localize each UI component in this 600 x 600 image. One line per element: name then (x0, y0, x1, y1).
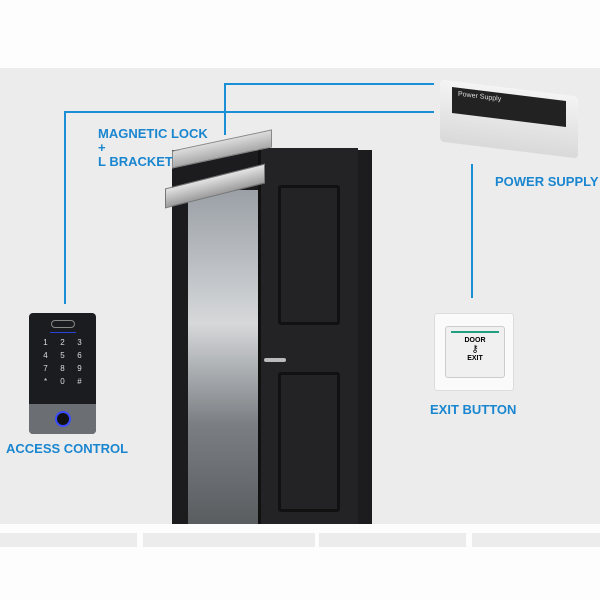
door-leaf (258, 148, 358, 524)
exit-indicator (451, 331, 499, 333)
thumbnail-3[interactable] (319, 533, 466, 547)
wire-lower-horizontal (64, 111, 434, 113)
wire-exit-vertical (471, 164, 473, 298)
office-view (188, 190, 260, 524)
keypad-key[interactable]: # (77, 377, 82, 386)
thumbnail-2[interactable] (143, 533, 315, 547)
label-power-supply: POWER SUPPLY (495, 174, 599, 189)
door-panel-upper (278, 185, 340, 325)
keypad-key[interactable]: 7 (43, 364, 48, 373)
keypad-key[interactable]: 4 (43, 351, 48, 360)
keypad-key[interactable]: 5 (60, 351, 65, 360)
keypad-key[interactable]: 1 (43, 338, 48, 347)
keypad-key[interactable]: 8 (60, 364, 65, 373)
status-light (49, 332, 76, 333)
thumbnail-4[interactable] (472, 533, 600, 547)
wire-upper-horizontal (224, 83, 434, 85)
label-access-control: ACCESS CONTROL (6, 441, 129, 456)
keypad-key[interactable]: 6 (77, 351, 82, 360)
label-magnetic-lock: MAGNETIC LOCK + L BRACKET (98, 126, 208, 169)
access-control-keypad[interactable]: 1 2 3 4 5 6 7 8 9 * 0 # (29, 313, 96, 434)
exit-button-device[interactable]: DOOR ⚷ EXIT (434, 313, 514, 391)
label-exit-button: EXIT BUTTON (430, 402, 517, 417)
exit-button-bottom-text: EXIT (467, 355, 483, 362)
wire-lock-vertical (224, 83, 226, 135)
thumbnail-1[interactable] (0, 533, 137, 547)
keypad-key[interactable]: 0 (60, 377, 65, 386)
keypad-key[interactable]: 3 (77, 338, 82, 347)
keypad-key[interactable]: 2 (60, 338, 65, 347)
door-handle (264, 358, 286, 362)
power-supply-plate: Power Supply (452, 87, 566, 127)
keypad-key[interactable]: * (43, 377, 48, 386)
keypad-grid: 1 2 3 4 5 6 7 8 9 * 0 # (29, 333, 96, 391)
fingerprint-sensor[interactable] (54, 411, 71, 427)
key-icon: ⚷ (471, 344, 479, 355)
keypad-key[interactable]: 9 (77, 364, 82, 373)
wire-access-vertical (64, 112, 66, 304)
exit-button-top-text: DOOR (464, 337, 486, 344)
card-reader-icon (50, 320, 75, 328)
door-panel-lower (278, 372, 340, 512)
